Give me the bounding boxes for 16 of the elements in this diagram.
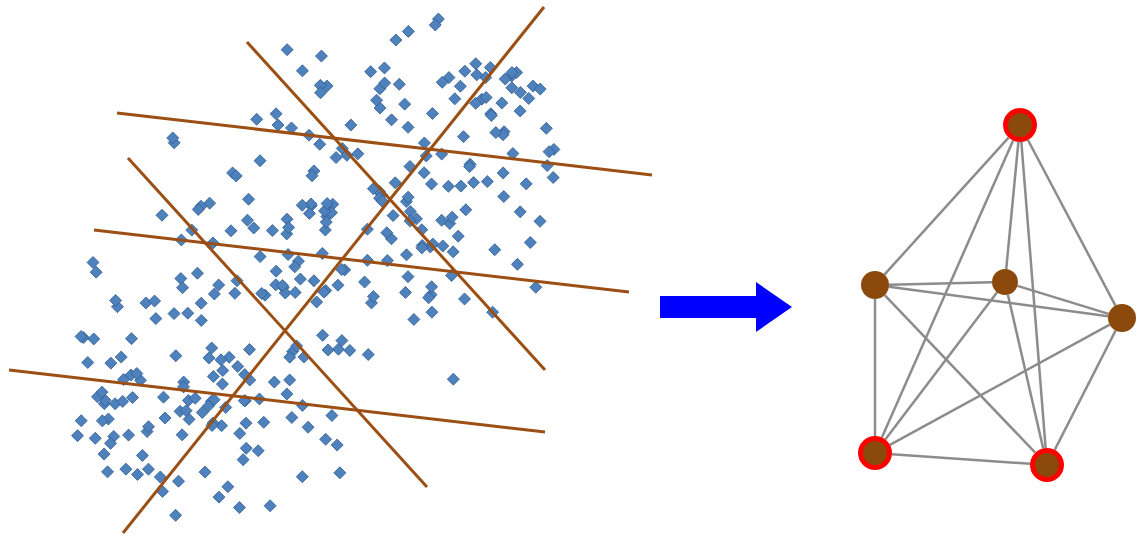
graph-edge: [880, 140, 1015, 438]
graph-edge: [1020, 141, 1047, 449]
graph-edge: [888, 285, 1109, 318]
graph-edge: [1017, 284, 1109, 316]
graph-edge: [883, 294, 1037, 454]
graph-edge: [1005, 141, 1020, 270]
graph-edge: [891, 452, 1031, 466]
graph-edge: [883, 136, 1010, 276]
graph-edge: [1053, 329, 1117, 451]
graph-edge: [1006, 294, 1045, 449]
graph-edge: [873, 299, 877, 436]
block-arrow: [660, 282, 792, 332]
graph-edge: [888, 281, 993, 286]
graph-edge: [889, 323, 1111, 446]
graph-edge: [884, 291, 999, 441]
graph-edge: [1026, 139, 1117, 307]
